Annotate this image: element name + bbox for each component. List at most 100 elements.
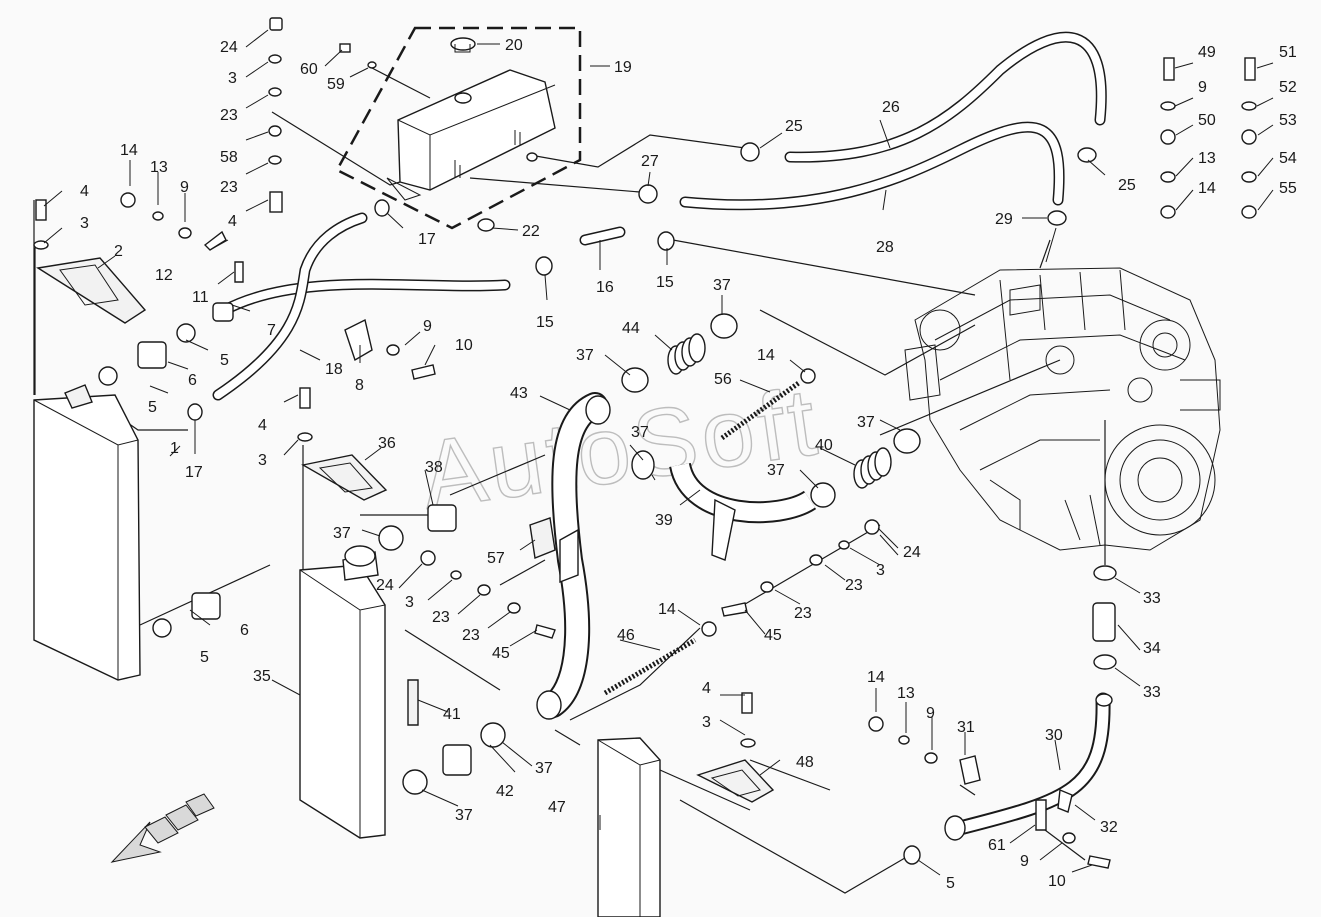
label-6: 6 bbox=[188, 372, 197, 389]
label-44: 44 bbox=[622, 320, 640, 337]
label-24: 24 bbox=[376, 577, 394, 594]
label-4: 4 bbox=[702, 680, 711, 697]
label-5: 5 bbox=[148, 399, 157, 416]
label-56: 56 bbox=[714, 371, 732, 388]
label-33: 33 bbox=[1143, 684, 1161, 701]
label-23: 23 bbox=[794, 605, 812, 622]
label-25: 25 bbox=[785, 118, 803, 135]
label-15: 15 bbox=[536, 314, 554, 331]
label-53: 53 bbox=[1279, 112, 1297, 129]
label-14: 14 bbox=[757, 347, 775, 364]
label-3: 3 bbox=[405, 594, 414, 611]
label-39: 39 bbox=[655, 512, 673, 529]
label-24: 24 bbox=[220, 39, 238, 56]
label-26: 26 bbox=[882, 99, 900, 116]
label-7: 7 bbox=[267, 322, 276, 339]
label-41: 41 bbox=[443, 706, 461, 723]
label-14: 14 bbox=[658, 601, 676, 618]
label-57: 57 bbox=[487, 550, 505, 567]
label-9: 9 bbox=[180, 179, 189, 196]
label-36: 36 bbox=[378, 435, 396, 452]
label-50: 50 bbox=[1198, 112, 1216, 129]
label-37: 37 bbox=[535, 760, 553, 777]
label-2: 2 bbox=[114, 243, 123, 260]
expansion-tank bbox=[335, 26, 582, 230]
label-5: 5 bbox=[200, 649, 209, 666]
label-13: 13 bbox=[897, 685, 915, 702]
label-52: 52 bbox=[1279, 79, 1297, 96]
label-10: 10 bbox=[1048, 873, 1066, 890]
bellows-40 bbox=[853, 447, 892, 489]
label-37: 37 bbox=[857, 414, 875, 431]
washers bbox=[33, 54, 1257, 844]
label-24: 24 bbox=[903, 544, 921, 561]
label-37: 37 bbox=[333, 525, 351, 542]
label-14: 14 bbox=[1198, 180, 1216, 197]
label-30: 30 bbox=[1045, 727, 1063, 744]
label-37: 37 bbox=[576, 347, 594, 364]
label-23: 23 bbox=[845, 577, 863, 594]
label-38: 38 bbox=[425, 459, 443, 476]
label-11: 11 bbox=[192, 289, 209, 306]
label-45: 45 bbox=[492, 645, 510, 662]
label-20: 20 bbox=[505, 37, 523, 54]
label-23: 23 bbox=[220, 179, 238, 196]
label-8: 8 bbox=[355, 377, 364, 394]
label-6: 6 bbox=[240, 622, 249, 639]
label-19: 19 bbox=[614, 59, 632, 76]
label-58: 58 bbox=[220, 149, 238, 166]
label-4: 4 bbox=[258, 417, 267, 434]
label-16: 16 bbox=[596, 279, 614, 296]
label-37: 37 bbox=[713, 277, 731, 294]
bellows-44 bbox=[667, 333, 706, 375]
label-3: 3 bbox=[702, 714, 711, 731]
label-3: 3 bbox=[258, 452, 267, 469]
label-ticks bbox=[43, 29, 1274, 876]
label-37: 37 bbox=[767, 462, 785, 479]
label-33: 33 bbox=[1143, 590, 1161, 607]
label-28: 28 bbox=[876, 239, 894, 256]
label-32: 32 bbox=[1100, 819, 1118, 836]
label-55: 55 bbox=[1279, 180, 1297, 197]
label-40: 40 bbox=[815, 437, 833, 454]
label-54: 54 bbox=[1279, 150, 1297, 167]
label-12: 12 bbox=[155, 267, 173, 284]
label-3: 3 bbox=[80, 215, 89, 232]
label-47: 47 bbox=[548, 799, 566, 816]
leader-lines bbox=[33, 67, 1106, 894]
label-9: 9 bbox=[1020, 853, 1029, 870]
label-51: 51 bbox=[1279, 44, 1297, 61]
label-31: 31 bbox=[957, 719, 975, 736]
label-29: 29 bbox=[995, 211, 1013, 228]
radiators bbox=[33, 230, 1073, 917]
label-22: 22 bbox=[522, 223, 540, 240]
label-17: 17 bbox=[418, 231, 436, 248]
label-37: 37 bbox=[631, 424, 649, 441]
label-10: 10 bbox=[455, 337, 473, 354]
label-23: 23 bbox=[220, 107, 238, 124]
direction-arrow bbox=[110, 793, 215, 863]
label-9: 9 bbox=[926, 705, 935, 722]
label-23: 23 bbox=[432, 609, 450, 626]
label-9: 9 bbox=[423, 318, 432, 335]
label-14: 14 bbox=[867, 669, 885, 686]
label-27: 27 bbox=[641, 153, 659, 170]
label-18: 18 bbox=[325, 361, 343, 378]
label-17: 17 bbox=[185, 464, 203, 481]
label-3: 3 bbox=[876, 562, 885, 579]
label-49: 49 bbox=[1198, 44, 1216, 61]
label-4: 4 bbox=[80, 183, 89, 200]
part-labels: 1 2 3 3 3 3 3 3 3 4 4 4 4 5 5 5 5 6 6 7 … bbox=[80, 37, 1297, 892]
label-34: 34 bbox=[1143, 640, 1161, 657]
label-15: 15 bbox=[656, 274, 674, 291]
label-59: 59 bbox=[327, 76, 345, 93]
label-4: 4 bbox=[228, 213, 237, 230]
label-61: 61 bbox=[988, 837, 1006, 854]
label-48: 48 bbox=[796, 754, 814, 771]
small-parts bbox=[33, 17, 1257, 869]
label-42: 42 bbox=[496, 783, 514, 800]
label-25: 25 bbox=[1118, 177, 1136, 194]
label-43: 43 bbox=[510, 385, 528, 402]
label-9: 9 bbox=[1198, 79, 1207, 96]
